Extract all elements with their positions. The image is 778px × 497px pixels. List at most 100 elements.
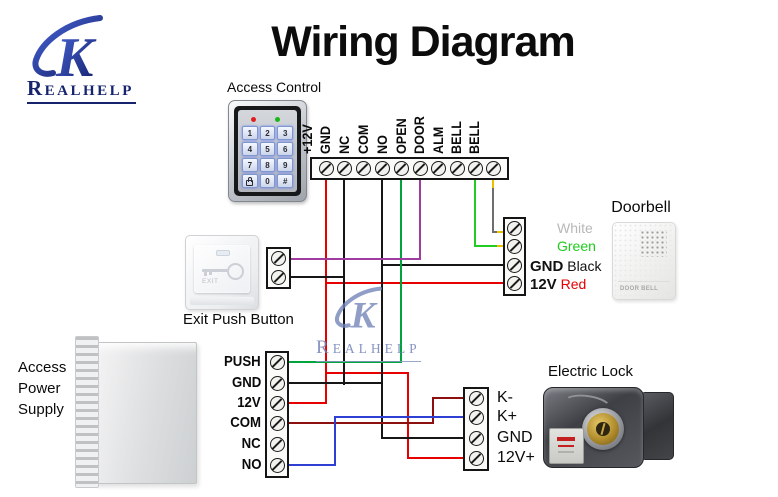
- power-supply-label: Access Power Supply: [18, 359, 67, 418]
- lock-terminal-label: GND: [497, 429, 533, 446]
- screw-icon: [485, 161, 501, 176]
- wire-doorbell-t1-stub: [496, 230, 505, 234]
- screw-icon: [269, 415, 285, 431]
- screw-icon: [507, 238, 522, 254]
- wire-psu-12v: [324, 370, 328, 405]
- svg-text:K: K: [55, 27, 97, 89]
- lock-cylinder: [582, 408, 624, 450]
- exit-device-text: EXIT: [202, 278, 219, 285]
- access-terminal-label: BELL: [448, 121, 464, 154]
- wire-doorbell-12v: [324, 281, 505, 285]
- keypad-key: 7: [242, 158, 258, 172]
- electric-lock-label: Electric Lock: [548, 363, 634, 380]
- keypad-key: 8: [259, 158, 276, 172]
- keypad-key: 9: [277, 158, 293, 172]
- wire-doorbell-t2-stub: [496, 244, 505, 248]
- keypad-key: #: [277, 174, 293, 188]
- screw-icon: [336, 161, 352, 176]
- lock-terminal-strip: [463, 387, 489, 471]
- lock-key-icon: [242, 174, 258, 188]
- keypad-key: 3: [277, 126, 293, 140]
- screw-icon: [393, 161, 409, 176]
- red-led-icon: [251, 117, 256, 122]
- screw-icon: [467, 161, 483, 176]
- wire-access-open-to-exit: [418, 178, 422, 261]
- electric-lock-device: [543, 385, 674, 468]
- screw-icon: [269, 395, 285, 411]
- keypad-key: 2: [259, 126, 276, 140]
- screw-icon: [468, 450, 484, 466]
- svg-text:K: K: [350, 295, 378, 336]
- keypad-key: 5: [259, 142, 276, 156]
- doorbell-wire-label: Green: [557, 238, 596, 254]
- logo-swoosh-icon: K: [32, 15, 103, 89]
- wire-bell-wire-white-stub: [491, 178, 495, 189]
- psu-terminal-label: NO: [241, 456, 261, 473]
- screw-icon: [507, 220, 522, 236]
- access-terminal-label: OPEN: [393, 118, 409, 154]
- exit-indicator: [216, 250, 230, 256]
- wire-psu-no-to-k-plus: [333, 415, 337, 467]
- keypad-key: 1: [242, 126, 258, 140]
- doorbell-label: Doorbell: [611, 199, 671, 216]
- access-terminal-label: COM: [355, 124, 371, 154]
- doorbell-terminal-strip: [503, 217, 526, 296]
- psu-terminal-label: GND: [231, 374, 261, 391]
- logo-brand-text: REALHELP: [27, 76, 136, 104]
- wire-access-com-to-lock-gnd: [380, 436, 465, 440]
- wire-access-open-to-exit: [289, 257, 422, 261]
- watermark-text: REALHELP: [316, 337, 421, 362]
- psu-terminal-label: PUSH: [224, 353, 261, 370]
- wire-psu-no-to-k-plus: [287, 463, 337, 467]
- lock-card-label: [549, 428, 584, 464]
- doorbell-wire-label: White: [557, 220, 593, 236]
- screw-icon: [430, 161, 446, 176]
- screw-icon: [507, 275, 522, 291]
- power-supply-device: [75, 336, 197, 488]
- screw-icon: [412, 161, 428, 176]
- wire-bell-wire-green: [473, 178, 477, 248]
- screw-icon: [271, 269, 286, 285]
- doorbell-wire-label: 12V Red: [530, 276, 587, 293]
- wire-exit-to-gnd: [289, 275, 346, 279]
- access-terminal-label: NC: [336, 135, 352, 154]
- wire-access-12v-to-lock: [324, 371, 410, 375]
- access-terminal-label: GND: [317, 125, 333, 154]
- doorbell-device-text: DOOR BELL: [620, 286, 659, 292]
- wire-psu-gnd: [287, 381, 384, 385]
- keypad-key: 6: [277, 142, 293, 156]
- screw-icon: [269, 457, 285, 473]
- wire-psu-com-to-k-minus: [287, 421, 435, 425]
- wire-bell-wire-white: [491, 230, 501, 234]
- keypad-key: 0: [259, 174, 276, 188]
- wire-psu-12v: [287, 401, 328, 405]
- access-terminal-label: NO: [374, 135, 390, 154]
- access-terminal-strip: [310, 157, 509, 180]
- doorbell-device: DOOR BELL: [612, 222, 676, 300]
- wire-psu-com-to-k-minus: [431, 396, 465, 400]
- key-icon: [202, 269, 229, 272]
- lock-side-tab: [640, 392, 674, 460]
- speaker-grille-icon: [640, 230, 667, 257]
- access-control-label: Access Control: [227, 79, 322, 95]
- psu-terminal-strip: [265, 351, 289, 478]
- wire-access-com-to-lock-gnd: [380, 178, 384, 440]
- psu-body: [95, 342, 197, 484]
- wire-psu-no-to-k-plus: [333, 415, 465, 419]
- screw-icon: [269, 436, 285, 452]
- doorbell-wire-label: GND Black: [530, 258, 602, 275]
- screw-icon: [269, 375, 285, 391]
- wire-doorbell-gnd: [380, 263, 505, 267]
- screw-icon: [468, 430, 484, 446]
- exit-terminal-strip: [266, 247, 291, 289]
- wire-bell-wire-green: [473, 244, 501, 248]
- page-title: Wiring Diagram: [271, 18, 575, 66]
- wire-access-12v-to-lock: [406, 456, 465, 460]
- brand-logo: K: [22, 10, 142, 102]
- screw-icon: [318, 161, 334, 176]
